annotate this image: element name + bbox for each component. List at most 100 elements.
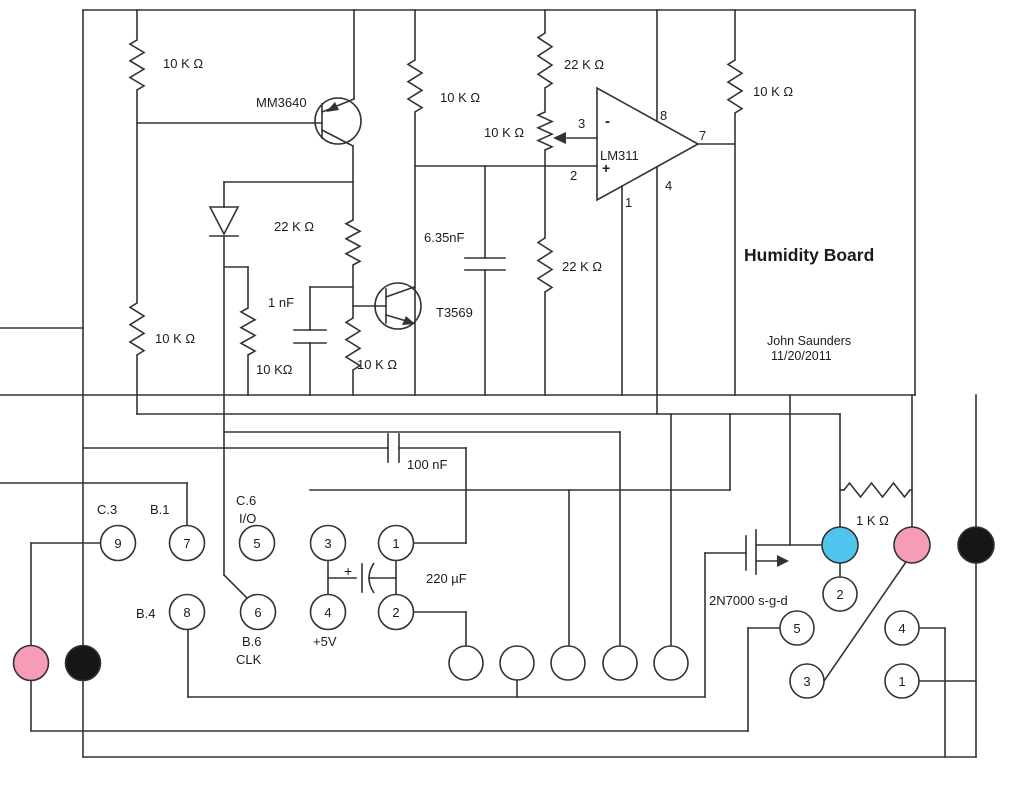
- resistor-zigzag: [128, 39, 146, 91]
- pin-9-left: [99, 524, 137, 562]
- lm311-pin2: 2: [570, 168, 577, 183]
- pin-7-left-label: 7: [183, 536, 190, 551]
- pin-5-right-label: 5: [793, 621, 800, 636]
- pin-4-right-label: 4: [898, 621, 905, 636]
- label-resistor: 10 K Ω: [163, 56, 203, 71]
- lm311-minus-input: -: [605, 113, 610, 130]
- pin-2-right-label: 2: [836, 587, 843, 602]
- mm3640-arrow: [326, 102, 339, 112]
- pot-wiper-arrow: [553, 132, 566, 144]
- label-resistor: 10 K Ω: [440, 90, 480, 105]
- label-resistor: 1 K Ω: [856, 513, 889, 528]
- pin-1-right-label: 1: [898, 674, 905, 689]
- label-pin-clk: CLK: [236, 652, 262, 667]
- label-pin-b4: B.4: [136, 606, 156, 621]
- resistor-zigzag: [536, 237, 554, 293]
- wire: [384, 285, 416, 299]
- label-mosfet: 2N7000 s-g-d: [709, 593, 788, 608]
- pin-4-right: [884, 610, 920, 646]
- wire: [222, 573, 249, 600]
- resistor-zigzag: [239, 307, 257, 356]
- components-layer: [12, 32, 995, 699]
- probe-dot-pink-left: [12, 644, 50, 682]
- pad-row-circle-4: [602, 645, 638, 681]
- resistor-zigzag: [536, 111, 554, 151]
- label-resistor: 10 K Ω: [753, 84, 793, 99]
- label-capacitor: 6.35nF: [424, 230, 465, 245]
- resistor-zigzag: [344, 219, 362, 266]
- resistor-zigzag: [536, 32, 554, 89]
- lm311-comparator-triangle: [596, 86, 700, 202]
- pin-5-left: [238, 524, 276, 562]
- t3569-transistor-body: [374, 282, 422, 330]
- resistor-zigzag: [128, 302, 146, 356]
- label-pin-b6: B.6: [242, 634, 262, 649]
- pin-3-right: [789, 663, 825, 699]
- pin-2-left-label: 2: [392, 605, 399, 620]
- pin-3-left: [309, 524, 347, 562]
- label-supply: +5V: [313, 634, 337, 649]
- lm311-pin8: 8: [660, 108, 667, 123]
- pin-7-left: [168, 524, 206, 562]
- pad-row-circle-2: [499, 645, 535, 681]
- lm311-plus-input: +: [602, 160, 610, 176]
- pin-6-left: [239, 593, 277, 631]
- pin-1-left-label: 1: [392, 536, 399, 551]
- label-resistor: 22 K Ω: [562, 259, 602, 274]
- pin-1-right: [884, 663, 920, 699]
- pin-5-right: [779, 610, 815, 646]
- wire: [822, 557, 910, 683]
- electrolytic-cap-curved-plate: [368, 562, 375, 594]
- t3569-emitter-arrow: [402, 316, 415, 325]
- electrolytic-plus-sign: +: [344, 563, 352, 579]
- pin-8-left: [168, 593, 206, 631]
- pin-5-left-label: 5: [253, 536, 260, 551]
- date: 11/20/2011: [771, 349, 832, 363]
- author-name: John Saunders: [767, 334, 851, 348]
- label-pin-c3: C.3: [97, 502, 117, 517]
- lm311-pin3: 3: [578, 116, 585, 131]
- label-pin-io: I/O: [239, 511, 256, 526]
- label-resistor: 10 K Ω: [357, 357, 397, 372]
- label-transistor-t3569: T3569: [436, 305, 473, 320]
- pin-6-left-label: 6: [254, 605, 261, 620]
- label-resistor: 22 K Ω: [564, 57, 604, 72]
- pin-4-left-label: 4: [324, 605, 331, 620]
- label-resistor: 10 K Ω: [155, 331, 195, 346]
- pin-3-right-label: 3: [803, 674, 810, 689]
- pin-8-left-label: 8: [183, 605, 190, 620]
- label-resistor: 22 K Ω: [274, 219, 314, 234]
- mosfet-arrow: [777, 555, 789, 567]
- pin-3-left-label: 3: [324, 536, 331, 551]
- label-potentiometer: 10 K Ω: [484, 125, 524, 140]
- diode-symbol: [208, 206, 240, 236]
- label-pin-c6: C.6: [236, 493, 256, 508]
- pad-row-circle-1: [448, 645, 484, 681]
- label-capacitor: 220 µF: [426, 571, 467, 586]
- pad-row-circle-3: [550, 645, 586, 681]
- pin-2-left: [377, 593, 415, 631]
- resistor-zigzag: [726, 59, 744, 114]
- label-transistor-mm3640: MM3640: [256, 95, 307, 110]
- lm311-pin7: 7: [699, 128, 706, 143]
- wire: [320, 128, 355, 148]
- probe-dot-black-right: [957, 526, 995, 564]
- pin-1-left: [377, 524, 415, 562]
- label-capacitor: 100 nF: [407, 457, 448, 472]
- lm311-pin1: 1: [625, 195, 632, 210]
- mm3640-transistor-body: [314, 97, 362, 145]
- probe-dot-blue: [821, 526, 859, 564]
- resistor-zigzag: [843, 481, 911, 499]
- pad-row-circle-5: [653, 645, 689, 681]
- lm311-part-number: LM311: [600, 148, 639, 163]
- label-resistor: 10 KΩ: [256, 362, 293, 377]
- pin-9-left-label: 9: [114, 536, 121, 551]
- board-title: Humidity Board: [744, 245, 874, 265]
- lm311-pin4: 4: [665, 178, 672, 193]
- label-pin-b1: B.1: [150, 502, 170, 517]
- pin-4-left: [309, 593, 347, 631]
- resistor-zigzag: [406, 59, 424, 113]
- probe-dot-pink-right: [893, 526, 931, 564]
